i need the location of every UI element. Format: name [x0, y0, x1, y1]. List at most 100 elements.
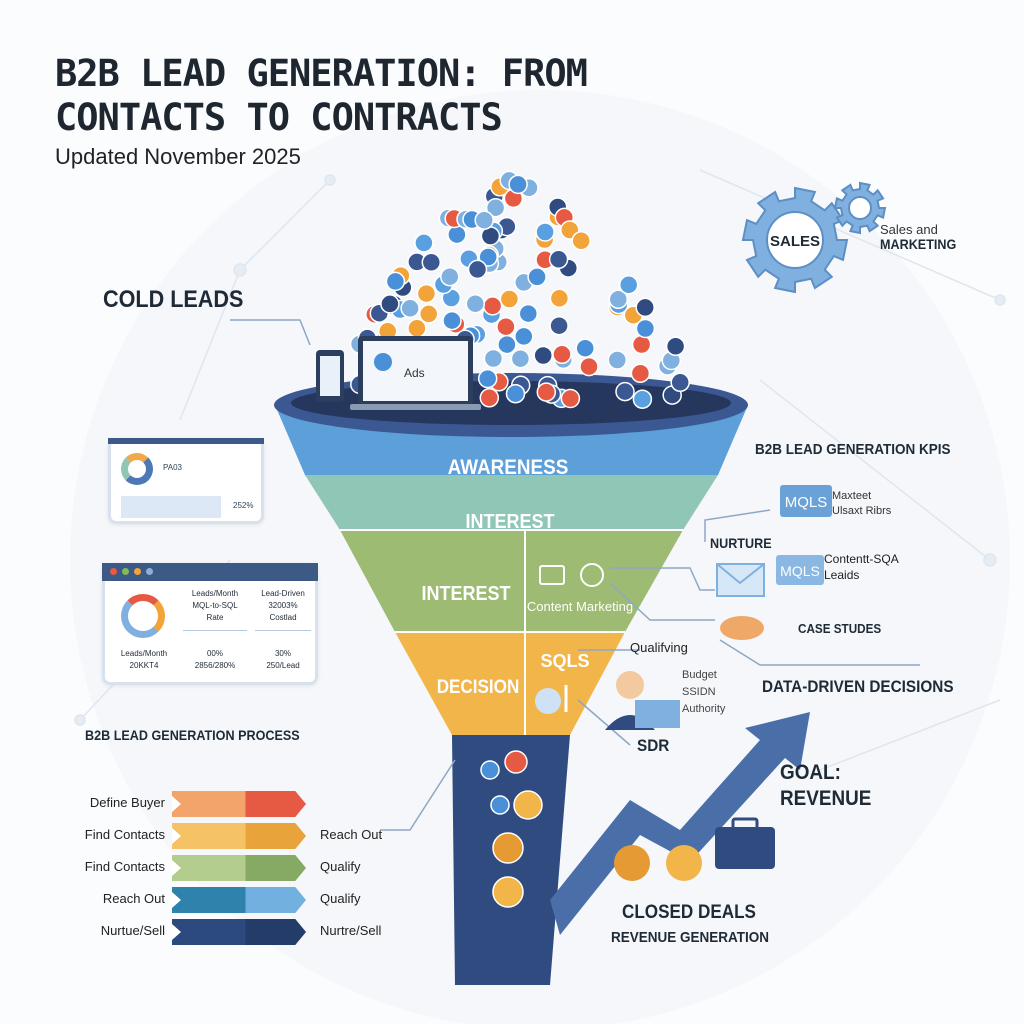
funnel-interest-band	[305, 475, 718, 530]
lead-icon	[385, 271, 406, 292]
lead-coin-icon	[480, 760, 500, 780]
process-step-left: Find Contacts	[84, 859, 165, 874]
process-chevron	[172, 791, 306, 817]
data-driven-label: DATA-DRIVEN DECISIONS	[762, 677, 954, 696]
process-step: Nurtue/Sell Nurtre/Sell	[80, 919, 410, 945]
lead-icon	[536, 382, 557, 402]
goal-line2: REVENUE	[780, 787, 872, 810]
sdr-agent-icon	[616, 671, 644, 699]
lead-icon	[665, 336, 686, 357]
lead-icon	[560, 388, 581, 409]
lead-icon	[483, 348, 504, 369]
kpi-val2-line1: 30%	[274, 649, 291, 658]
process-step-right: Qualify	[320, 859, 361, 874]
lead-icon	[635, 318, 656, 339]
dashboard-card-2: Leads/Month 20KKT4 Leads/Month MQL-to-SQ…	[102, 563, 318, 685]
lead-icon	[514, 326, 534, 347]
person-coin-icon	[666, 845, 702, 881]
lead-icon	[400, 298, 420, 319]
lead-icon	[485, 197, 506, 218]
donut-chart-icon	[121, 453, 153, 485]
process-step-left: Nurtue/Sell	[100, 923, 165, 938]
lead-icons-cluster	[349, 170, 690, 409]
lead-icon	[618, 275, 639, 295]
mqls-badge-1-text: MQLS	[785, 494, 828, 511]
lead-icon	[440, 266, 460, 287]
gear-icon-small	[833, 181, 887, 235]
kpi-val1-line2: 2856/280%	[194, 661, 236, 670]
lead-icon	[465, 293, 486, 314]
content-doc-icon	[539, 565, 565, 585]
lead-icon	[442, 310, 462, 331]
lead-icon	[670, 372, 690, 393]
lead-icon	[497, 334, 517, 355]
mql2-text-line1: Contentt-SQA	[824, 552, 899, 566]
lead-icon	[499, 289, 520, 309]
lead-icon	[548, 249, 569, 270]
sdr-label: SDR	[637, 736, 670, 755]
case-studies-label: CASE STUDES	[798, 621, 882, 636]
criteria-need: SSIDN	[682, 686, 716, 698]
lead-icon	[477, 368, 498, 389]
process-step-left: Find Contacts	[84, 827, 165, 842]
lead-icon	[416, 283, 437, 304]
process-step: Find Contacts Qualify	[80, 855, 410, 881]
process-chevron	[172, 823, 306, 849]
mql2-text-line2: Leaids	[824, 568, 860, 582]
kpi-col1-line3: Rate	[206, 613, 224, 622]
lead-icon	[479, 388, 500, 408]
kpi-col2-line1: Lead-Driven	[261, 589, 305, 598]
donut-label: Leads/Month	[120, 649, 168, 658]
lead-icon	[527, 267, 547, 287]
stage-interest: INTEREST	[466, 511, 555, 533]
lead-icon	[608, 289, 629, 310]
lead-icon	[535, 222, 555, 242]
lead-icon	[482, 296, 503, 316]
process-step-left: Define Buyer	[89, 795, 165, 810]
sdr-laptop-icon	[635, 700, 680, 728]
nurture-label: NURTURE	[710, 535, 772, 551]
kpi-col2-line2: 32003%	[268, 601, 298, 610]
lead-icon	[421, 252, 442, 273]
lead-icon	[407, 318, 427, 339]
qualifying-label: Qualifving	[630, 640, 688, 655]
process-chevron	[172, 855, 306, 881]
process-step-left: Reach Out	[102, 891, 165, 906]
process-step-right: Nurtre/Sell	[320, 923, 382, 938]
process-chevron	[172, 887, 306, 913]
lead-icon	[418, 304, 439, 324]
briefcase-icon	[715, 827, 775, 869]
lead-icon	[552, 344, 572, 365]
criteria-budget: Budget	[682, 669, 717, 681]
closed-deals-label: CLOSED DEALS	[622, 902, 756, 923]
donut-value: 20KKT4	[129, 661, 159, 670]
lead-icon	[635, 297, 655, 318]
lead-icon	[496, 316, 516, 337]
goal-line1: GOAL:	[780, 761, 841, 784]
revenue-arrow	[550, 712, 810, 935]
content-marketing-label: Content Marketing	[527, 599, 633, 614]
lead-icon	[549, 315, 569, 336]
sql-person-icon	[535, 688, 561, 714]
lead-icon	[549, 288, 570, 309]
donut-chart-icon-2	[121, 594, 165, 638]
lead-icon	[579, 356, 599, 377]
gears-line1: Sales and	[880, 222, 938, 237]
stage-awareness: AWARENESS	[448, 456, 569, 479]
sqls-label: SQLS	[540, 651, 589, 671]
process-step: Reach Out Qualify	[80, 887, 410, 913]
lead-icon	[478, 247, 498, 267]
lead-coin-icon	[492, 876, 524, 908]
process-step: Define Buyer	[80, 791, 410, 817]
kpi-col1-line2: MQL-to-SQL	[192, 601, 238, 610]
mql1-text-line1: Maxteet	[832, 490, 872, 502]
lead-coin-icon	[504, 750, 528, 774]
dashboard-card-1: PA03 252%	[108, 438, 264, 524]
gears-line2: MARKETING	[880, 236, 957, 252]
page-subtitle: Updated November 2025	[55, 144, 301, 169]
cold-leads-label: COLD LEADS	[103, 286, 244, 313]
ads-label: Ads	[404, 366, 425, 380]
lead-coin-icon	[490, 795, 510, 815]
process-title: B2B LEAD GENERATION PROCESS	[85, 727, 300, 743]
